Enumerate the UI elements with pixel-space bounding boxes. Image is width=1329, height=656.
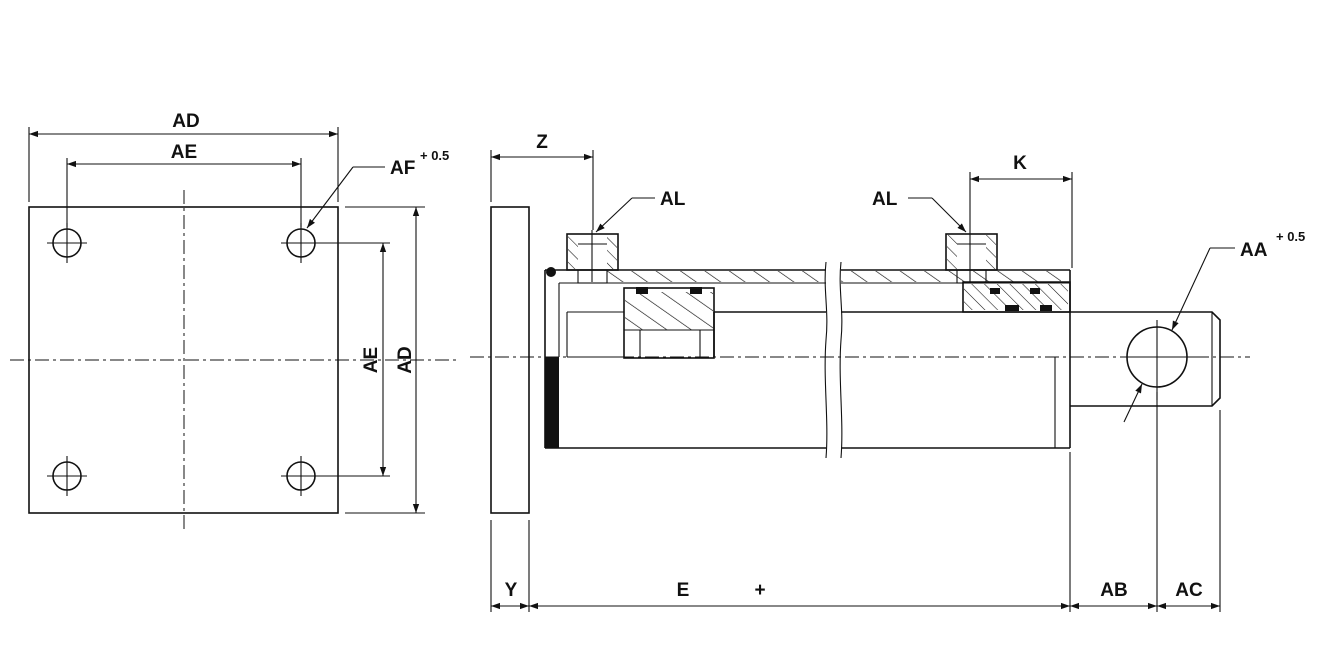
label-z: Z xyxy=(536,132,548,153)
dimension-z xyxy=(490,150,594,230)
label-ac: AC xyxy=(1175,580,1203,601)
label-y: Y xyxy=(505,580,518,601)
bottom-extension-lines xyxy=(490,392,1221,612)
label-al-right: AL xyxy=(872,189,898,210)
label-e: E xyxy=(677,580,690,601)
label-af: AF xyxy=(390,158,415,179)
port-right xyxy=(945,230,998,284)
clevis-pin-hole xyxy=(1120,320,1195,400)
break-lines xyxy=(824,261,843,459)
label-ae-side: AE xyxy=(361,347,382,373)
label-ae-top: AE xyxy=(171,142,197,163)
piston-rod-extension xyxy=(1070,311,1221,407)
gland-head xyxy=(962,281,1071,313)
cylinder-section-view: Z AL AL K AA + 0.5 xyxy=(470,132,1305,612)
label-aa-tolerance: + 0.5 xyxy=(1276,229,1305,244)
end-cap-weld xyxy=(546,267,556,277)
dimension-ae-side xyxy=(318,242,390,477)
bolt-hole-top-right xyxy=(281,223,321,263)
bolt-hole-bottom-left xyxy=(47,456,87,496)
label-af-tolerance: + 0.5 xyxy=(420,148,449,163)
flange-plate-side xyxy=(490,206,530,514)
piston xyxy=(623,287,715,359)
label-ad-side: AD xyxy=(395,346,416,373)
leader-aa xyxy=(1123,247,1235,423)
leader-al-left xyxy=(595,197,655,233)
label-ab: AB xyxy=(1100,580,1127,601)
leader-af xyxy=(306,166,385,229)
label-ad-top: AD xyxy=(172,111,199,132)
label-al-left: AL xyxy=(660,189,686,210)
dimension-ad-side xyxy=(345,206,425,514)
dimension-k xyxy=(969,172,1073,268)
port-left xyxy=(566,230,619,284)
leader-al-right xyxy=(908,197,967,233)
dimension-ad-top xyxy=(28,127,339,202)
label-k: K xyxy=(1013,153,1027,174)
bolt-hole-top-left xyxy=(47,223,87,263)
label-e-plus: + xyxy=(754,580,765,601)
bolt-hole-bottom-right xyxy=(281,456,321,496)
flange-front-view: AD AE AF + 0.5 AE AD xyxy=(10,111,460,530)
end-cap-seal xyxy=(545,357,559,448)
dimension-ae-top xyxy=(66,158,302,227)
label-aa: AA xyxy=(1240,240,1268,261)
piston-rod-internal xyxy=(713,311,1070,448)
